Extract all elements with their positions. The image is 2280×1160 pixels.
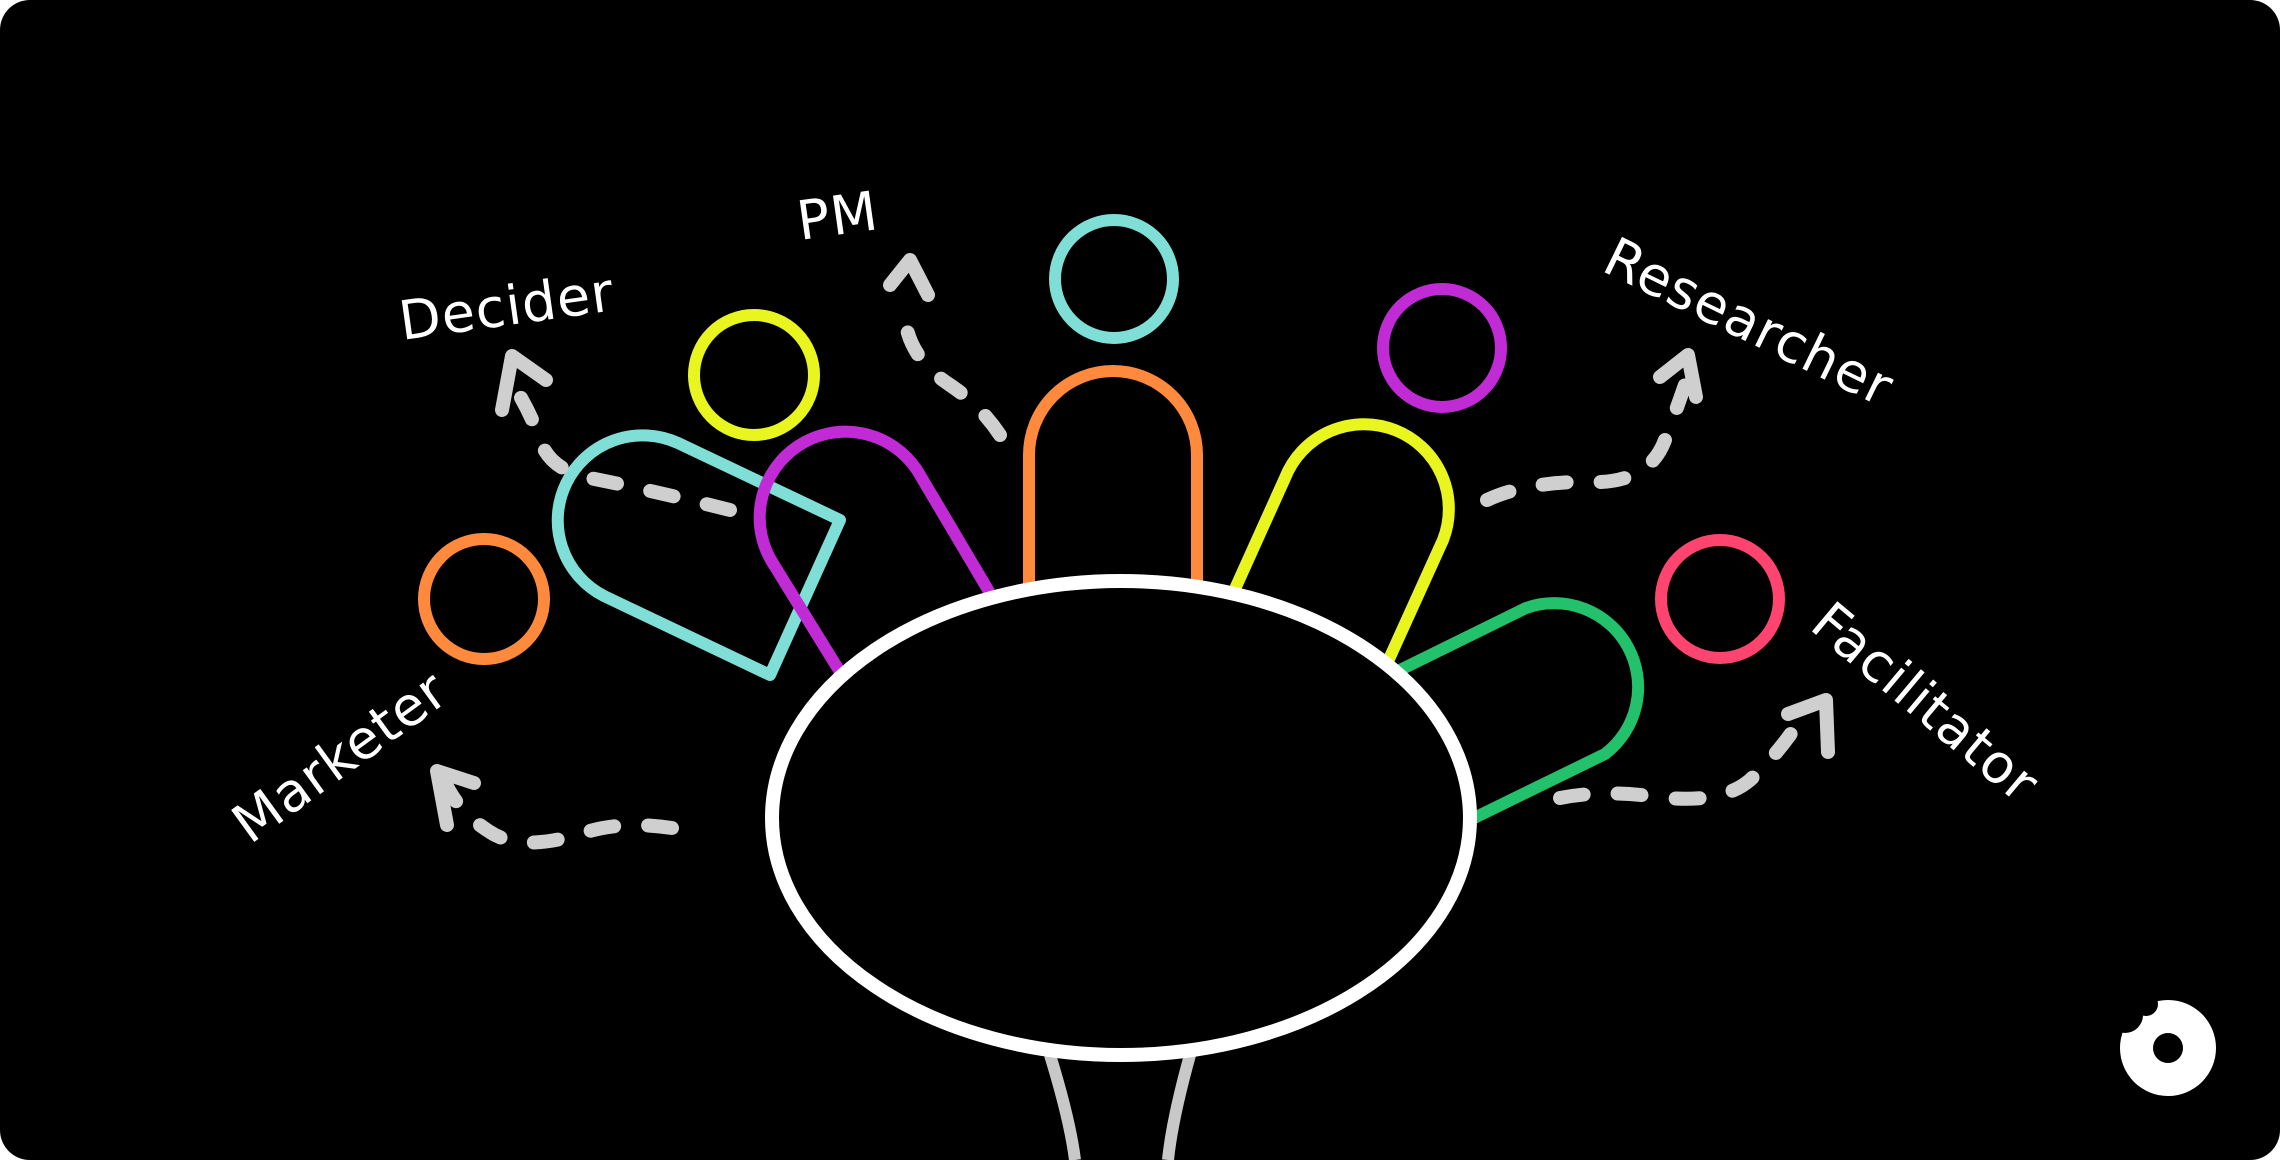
person-bodies <box>551 365 1645 826</box>
pm-head <box>1049 214 1179 344</box>
researcher-label: Researcher <box>1594 225 1903 419</box>
decider-arrow-line <box>503 373 737 517</box>
facilitator-arrow-line <box>1553 713 1807 806</box>
decider-head <box>688 309 820 441</box>
table-legs <box>1044 1053 1196 1160</box>
researcher-body <box>1224 418 1455 674</box>
logo-icon <box>2107 992 2216 1096</box>
researcher-arrowhead <box>1653 348 1703 404</box>
table-top <box>765 574 1477 1062</box>
decider-arrowhead <box>495 349 553 417</box>
decider-label: Decider <box>395 260 618 352</box>
facilitator-label: Facilitator <box>1800 590 2052 815</box>
pm-label: PM <box>793 179 882 253</box>
facilitator-arrowhead <box>1781 693 1835 759</box>
marketer-arrow-line <box>435 768 679 850</box>
marketer-label: Marketer <box>221 658 460 855</box>
pm-arrow-arrowhead <box>883 253 935 302</box>
researcher-head <box>1377 283 1507 413</box>
role-arrows <box>430 253 1835 850</box>
pm-body <box>1023 365 1203 596</box>
table-leg-left <box>1044 1053 1081 1160</box>
decider-body <box>753 425 1006 686</box>
person-heads <box>418 214 1785 665</box>
marketer-arrowhead <box>430 764 481 832</box>
table-leg-right <box>1162 1053 1196 1160</box>
researcher-arrow-line <box>1480 363 1697 507</box>
facilitator-body <box>1394 597 1645 826</box>
marketer-body <box>551 429 846 681</box>
pm-arrow-line <box>897 293 1007 442</box>
facilitator-head <box>1655 534 1785 664</box>
marketer-head <box>418 533 550 665</box>
